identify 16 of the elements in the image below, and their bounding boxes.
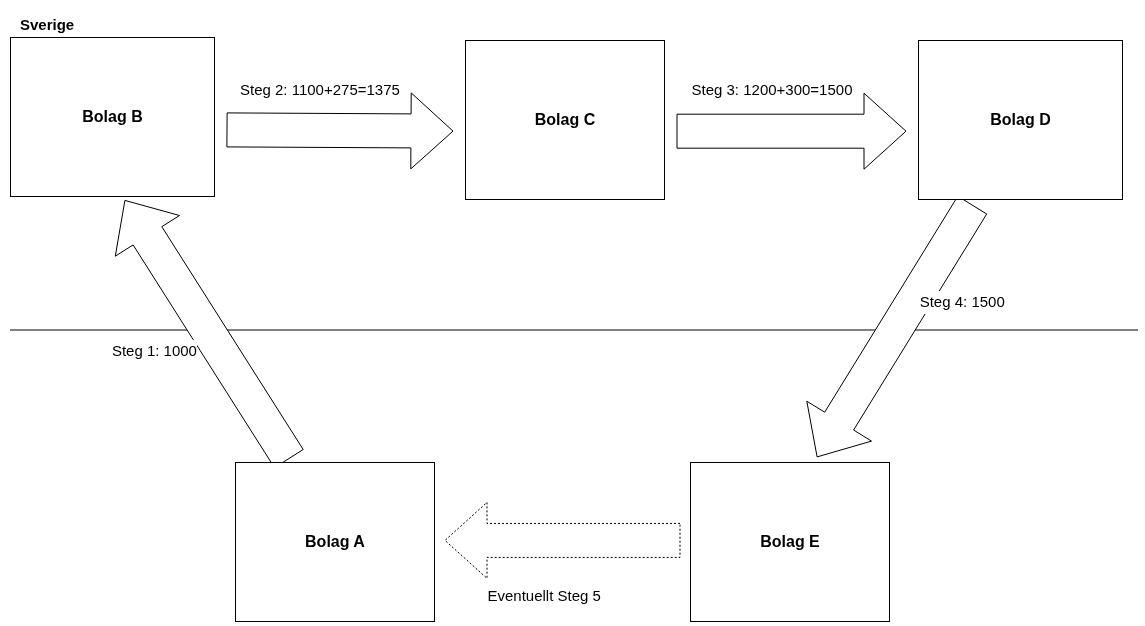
- company-box: [690, 462, 890, 622]
- edge-label: Steg 1: 1000: [111, 339, 197, 362]
- company-box: [10, 37, 215, 197]
- box-label: Bolag B: [82, 107, 143, 127]
- block-arrow: [444, 501, 681, 579]
- box-label: Bolag A: [305, 532, 365, 552]
- box-label: Bolag E: [760, 532, 820, 552]
- box-label: Bolag D: [990, 110, 1051, 130]
- block-arrow: [676, 92, 907, 170]
- title: Sverige: [20, 15, 75, 35]
- block-arrow: [226, 92, 454, 170]
- company-box: [235, 462, 435, 622]
- company-box: [465, 40, 665, 200]
- edge-label: Steg 4: 1500: [919, 291, 1005, 314]
- box-label: Bolag C: [534, 110, 596, 130]
- company-box: [918, 40, 1123, 200]
